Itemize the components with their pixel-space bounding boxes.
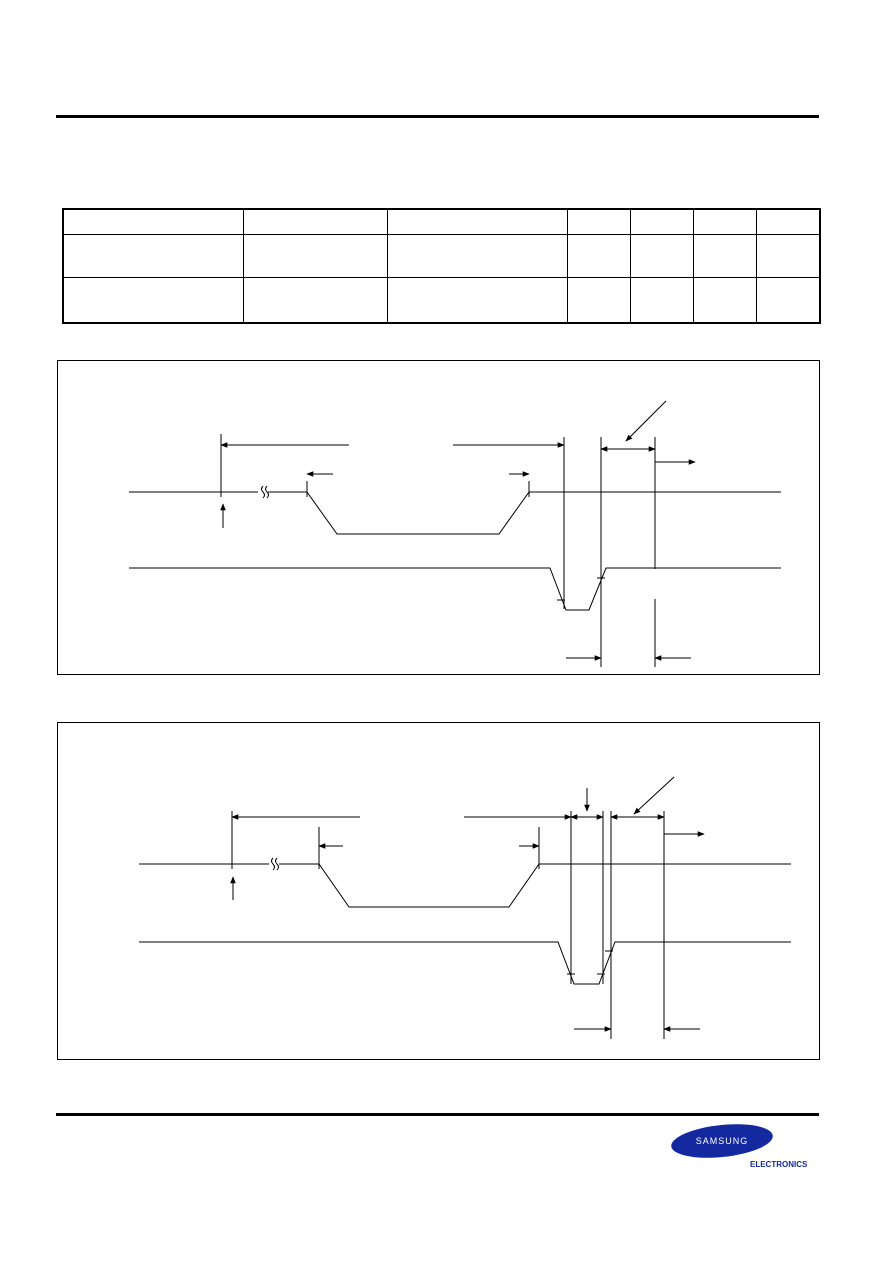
table-cell bbox=[62, 276, 244, 324]
table-cell bbox=[566, 276, 631, 324]
table-header-row bbox=[62, 208, 821, 235]
tick-mark bbox=[567, 950, 613, 975]
reference-lines bbox=[220, 434, 656, 667]
table-cell bbox=[242, 208, 388, 235]
arrow-diagonal bbox=[625, 400, 667, 442]
table-cell bbox=[692, 276, 757, 324]
table-cell bbox=[755, 208, 821, 235]
logo-subtitle: ELECTRONICS bbox=[750, 1160, 808, 1169]
top-rule bbox=[56, 115, 819, 118]
table-cell bbox=[629, 276, 694, 324]
break-mark bbox=[271, 857, 279, 871]
table-cell bbox=[62, 208, 244, 235]
timing-diagram-1 bbox=[57, 360, 820, 675]
arrow-diagonal bbox=[633, 776, 675, 815]
table-cell bbox=[386, 276, 568, 324]
table-cell bbox=[692, 233, 757, 278]
bottom-rule bbox=[56, 1113, 819, 1116]
lower-signal-line bbox=[129, 567, 781, 611]
table-cell bbox=[629, 208, 694, 235]
upper-signal-line bbox=[129, 491, 781, 535]
table-cell bbox=[692, 208, 757, 235]
table-cell bbox=[629, 233, 694, 278]
brand-logo: SAMSUNG ELECTRONICS bbox=[668, 1123, 818, 1173]
table-cell bbox=[62, 233, 244, 278]
table-cell bbox=[386, 208, 568, 235]
table-cell bbox=[566, 208, 631, 235]
table-cell bbox=[242, 233, 388, 278]
logo-ellipse bbox=[671, 1124, 773, 1158]
table-cell bbox=[755, 276, 821, 324]
upper-signal-line bbox=[139, 863, 791, 908]
table-row bbox=[62, 233, 821, 278]
table-row bbox=[62, 276, 821, 324]
lower-signal-line bbox=[139, 941, 791, 985]
timing-diagram-2-svg bbox=[139, 776, 791, 1039]
timing-diagram-2 bbox=[57, 722, 820, 1060]
break-mark bbox=[261, 485, 269, 499]
table-cell bbox=[242, 276, 388, 324]
table-cell bbox=[566, 233, 631, 278]
logo-wordmark: SAMSUNG bbox=[695, 1136, 749, 1146]
timing-diagram-1-svg bbox=[129, 400, 781, 667]
reference-lines bbox=[231, 811, 665, 1039]
table-cell bbox=[755, 233, 821, 278]
spec-table bbox=[62, 208, 821, 324]
table-cell bbox=[386, 233, 568, 278]
